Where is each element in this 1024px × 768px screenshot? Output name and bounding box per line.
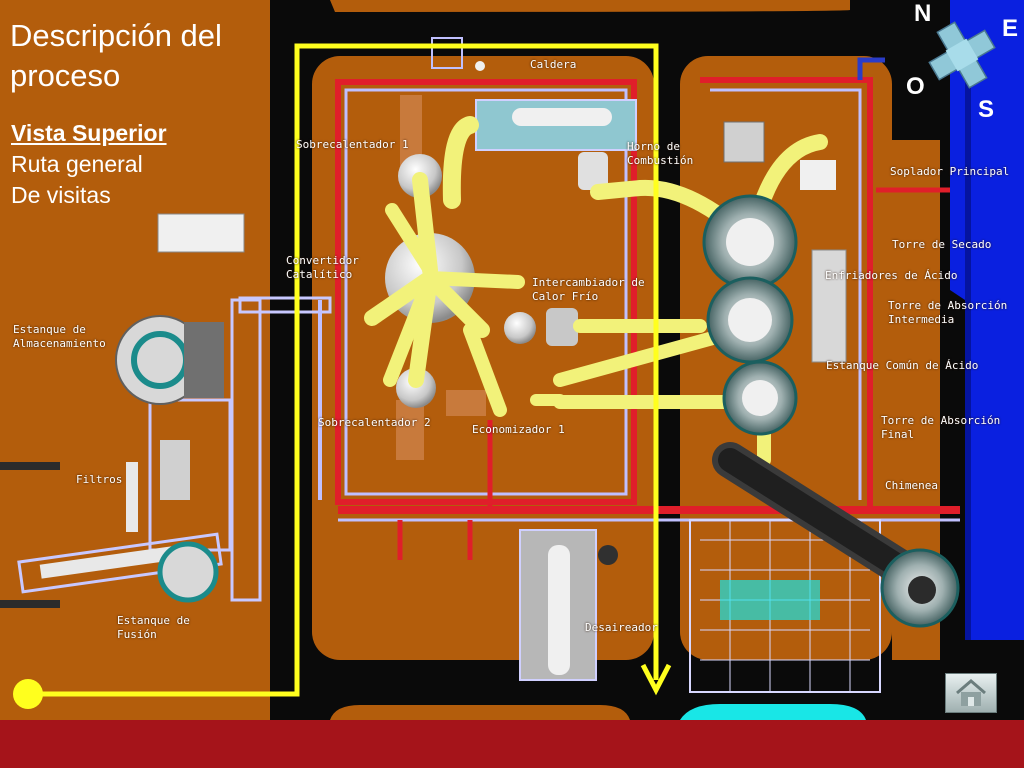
cyan-pool [680, 704, 866, 720]
label-estanque-fusion: Estanque de Fusión [117, 614, 190, 641]
red-pipe-network [318, 57, 960, 560]
footer-bar [0, 720, 1024, 768]
label-estanque-comun-acido: Estanque Común de Ácido [826, 359, 979, 372]
view-line-2: De visitas [11, 182, 111, 208]
label-torre-absorcion-intermedia: Torre de Absorción Intermedia [888, 299, 1008, 326]
route-start-marker [13, 679, 43, 709]
acid-towers [702, 194, 798, 436]
storage-area-equipment [0, 213, 332, 608]
label-filtros: Filtros [76, 473, 123, 486]
label-chimenea: Chimenea [885, 479, 938, 492]
compass-north-label: N [914, 0, 932, 27]
compass-south-label: S [978, 96, 995, 123]
chimney-duct [712, 442, 960, 628]
compass-rose [928, 21, 996, 89]
label-horno-combustion: Horno de Combustión [627, 140, 694, 167]
view-description: Vista Superior Ruta general De visitas [11, 118, 167, 211]
label-sobrecalentador-2: Sobrecalentador 2 [318, 416, 431, 429]
label-soplador-principal: Soplador Principal [890, 165, 1010, 178]
water-area [950, 0, 1024, 640]
label-estanque-almacenamiento: Estanque de Almacenamiento [13, 323, 106, 350]
home-icon [956, 679, 986, 706]
view-line-1: Ruta general [11, 151, 143, 177]
label-torre-secado: Torre de Secado [892, 238, 992, 251]
central-equipment [396, 37, 881, 693]
visitor-route [28, 43, 659, 697]
home-button[interactable] [945, 673, 997, 713]
slide-title: Descripción del proceso [10, 18, 222, 93]
label-torre-absorcion-final: Torre de Absorción Final [881, 414, 1001, 441]
route-end-arrow [640, 663, 672, 696]
view-heading: Vista Superior [11, 120, 167, 146]
label-caldera: Caldera [530, 58, 577, 71]
label-desaireador: Desaireador [585, 621, 658, 634]
label-economizador-1: Economizador 1 [472, 423, 565, 436]
label-sobrecalentador-1: Sobrecalentador 1 [296, 138, 409, 151]
label-convertidor-catalitico: Convertidor Catalítico [286, 254, 359, 281]
compass-east-label: E [1002, 15, 1019, 42]
compass-west-label: O [906, 73, 925, 100]
label-enfriadores-acido: Enfriadores de Ácido [825, 269, 958, 282]
label-intercambiador-calor-frio: Intercambiador de Calor Frío [532, 276, 645, 303]
